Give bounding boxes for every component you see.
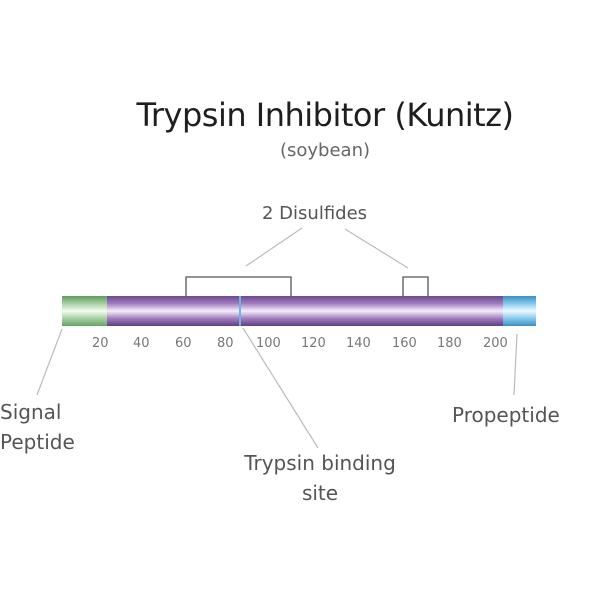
binding-site-label-line1: Trypsin binding	[244, 451, 396, 475]
disulfide-leader-2	[344, 228, 409, 269]
tick-label: 40	[133, 336, 150, 351]
binding-site-label-line2: site	[301, 481, 339, 505]
propeptide-segment	[503, 296, 536, 326]
tick-label: 100	[256, 336, 281, 351]
tick-label: 80	[217, 336, 234, 351]
disulfide-bracket-2	[402, 276, 429, 297]
binding-site-label: Trypsin binding site	[230, 448, 410, 508]
signal-peptide-label: Signal Peptide	[0, 397, 75, 457]
tick-label: 20	[92, 336, 109, 351]
signal-leader	[36, 328, 63, 396]
binding-leader	[242, 327, 319, 449]
tick-label: 60	[175, 336, 192, 351]
disulfide-bracket-1	[185, 276, 292, 297]
tick-label: 120	[301, 336, 326, 351]
signal-peptide-label-line1: Signal	[0, 400, 62, 424]
propeptide-label: Propeptide	[452, 403, 560, 427]
diagram-title: Trypsin Inhibitor (Kunitz)	[136, 96, 514, 134]
diagram-subtitle: (soybean)	[279, 140, 371, 161]
tick-label: 140	[346, 336, 371, 351]
signal-peptide-label-line2: Peptide	[0, 430, 75, 454]
signal-peptide-segment	[62, 296, 108, 326]
tick-label: 200	[483, 336, 508, 351]
propeptide-leader	[513, 333, 518, 396]
mature-chain-segment	[107, 296, 504, 326]
disulfide-leader-1	[245, 227, 303, 267]
tick-label: 180	[437, 336, 462, 351]
disulfides-label: 2 Disulfides	[262, 203, 368, 224]
tick-label: 160	[392, 336, 417, 351]
